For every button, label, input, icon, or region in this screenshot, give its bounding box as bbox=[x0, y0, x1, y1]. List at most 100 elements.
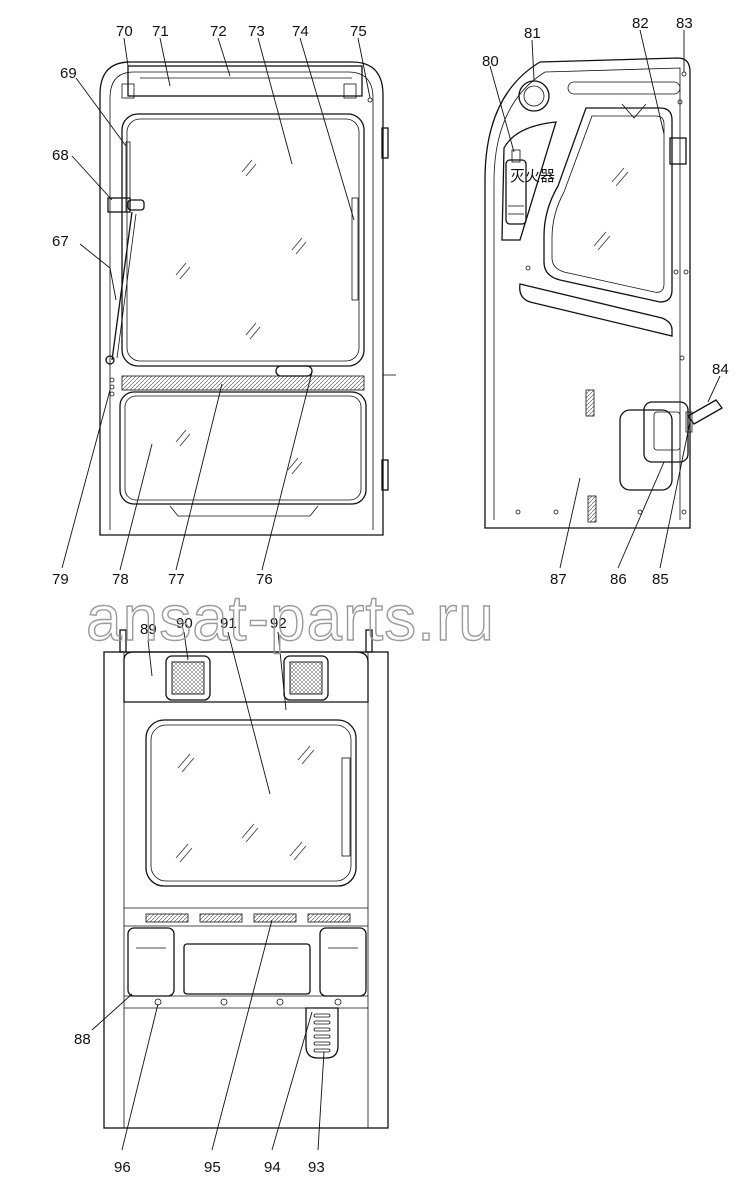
callout-90: 90 bbox=[176, 615, 193, 632]
side-window-glass bbox=[551, 115, 665, 293]
rear-panel-assembly bbox=[103, 629, 389, 1129]
post-left bbox=[119, 629, 127, 653]
vent-lower bbox=[587, 495, 597, 523]
side-door-inner bbox=[493, 67, 681, 520]
callout-92: 92 bbox=[270, 615, 287, 632]
callout-91: 91 bbox=[220, 615, 237, 632]
callout-69: 69 bbox=[60, 65, 77, 82]
post-right bbox=[365, 629, 373, 653]
handle-pocket-inner bbox=[653, 411, 681, 451]
trim-bolt-2 bbox=[677, 99, 683, 105]
upper-glass-inner bbox=[126, 118, 360, 362]
glass-reflection-marks bbox=[175, 159, 307, 475]
side-window-mark-1 bbox=[611, 167, 629, 187]
work-light-left bbox=[171, 661, 205, 695]
top-visor bbox=[127, 65, 363, 97]
bolt-d bbox=[679, 355, 685, 361]
vent-upper bbox=[585, 389, 595, 417]
handle-mount bbox=[685, 411, 693, 433]
callout-68: 68 bbox=[52, 147, 69, 164]
work-light-left-housing bbox=[165, 655, 211, 701]
fire-extinguisher bbox=[505, 159, 527, 225]
rear-glass bbox=[145, 719, 357, 887]
lower-bolt-row bbox=[154, 998, 342, 1006]
hinge-upper bbox=[381, 127, 389, 159]
bolt-c bbox=[683, 269, 689, 275]
callout-81: 81 bbox=[524, 25, 541, 42]
callout-numbers: 67 68 69 70 71 72 73 74 75 76 77 78 79 8… bbox=[52, 15, 729, 1176]
callout-86: 86 bbox=[610, 571, 627, 588]
bolt-a bbox=[525, 265, 531, 271]
extinguisher-recess bbox=[501, 121, 557, 241]
callout-96: 96 bbox=[114, 1159, 131, 1176]
callout-76: 76 bbox=[256, 571, 273, 588]
upper-glass bbox=[121, 113, 365, 367]
lower-glass bbox=[119, 391, 367, 505]
callout-87: 87 bbox=[550, 571, 567, 588]
step-treads bbox=[313, 1013, 331, 1053]
rear-glass-marks bbox=[175, 745, 315, 863]
callout-84: 84 bbox=[712, 361, 729, 378]
callout-67: 67 bbox=[52, 233, 69, 250]
front-frame-inner bbox=[109, 71, 374, 530]
top-band bbox=[123, 651, 369, 703]
side-window-mark-2 bbox=[593, 231, 611, 251]
dome-light-outer bbox=[518, 80, 550, 112]
rear-slider bbox=[341, 757, 351, 857]
bolt-b bbox=[673, 269, 679, 275]
callout-75: 75 bbox=[350, 23, 367, 40]
rear-panel-outline bbox=[103, 651, 389, 1129]
callout-70: 70 bbox=[116, 23, 133, 40]
extinguisher-label: 灭火器 bbox=[510, 167, 555, 185]
callout-85: 85 bbox=[652, 571, 669, 588]
side-window-frame bbox=[543, 107, 673, 303]
divider-band bbox=[121, 375, 365, 391]
strut-pivot bbox=[105, 355, 115, 365]
hinge-lower bbox=[381, 459, 389, 491]
bottom-bolt-row bbox=[515, 509, 687, 515]
side-door-assembly: 灭火器 bbox=[484, 57, 723, 529]
callout-73: 73 bbox=[248, 23, 265, 40]
corner-bolt bbox=[367, 97, 373, 103]
leader-lines bbox=[61, 29, 721, 1151]
lower-handle bbox=[275, 365, 313, 377]
callout-82: 82 bbox=[632, 15, 649, 32]
callout-88: 88 bbox=[74, 1031, 91, 1048]
center-recess bbox=[183, 943, 311, 995]
tail-lamp-left bbox=[127, 927, 175, 997]
vent-2 bbox=[199, 913, 243, 923]
callout-79: 79 bbox=[52, 571, 69, 588]
rear-glass-inner bbox=[150, 724, 352, 882]
callout-83: 83 bbox=[676, 15, 693, 32]
gas-strut-rod bbox=[116, 213, 137, 359]
sliding-rail bbox=[351, 197, 359, 301]
window-latch bbox=[621, 103, 647, 119]
gas-strut bbox=[111, 211, 133, 361]
work-light-right bbox=[289, 661, 323, 695]
outer-handle bbox=[687, 399, 723, 425]
callout-74: 74 bbox=[292, 23, 309, 40]
callout-80: 80 bbox=[482, 53, 499, 70]
top-trim bbox=[567, 81, 681, 95]
callout-94: 94 bbox=[264, 1159, 281, 1176]
front-frame-outline bbox=[99, 61, 384, 536]
work-light-right-housing bbox=[283, 655, 329, 701]
arm-rest bbox=[519, 283, 673, 337]
vent-3 bbox=[253, 913, 297, 923]
callout-89: 89 bbox=[140, 621, 157, 638]
visor-bracket-left bbox=[121, 83, 135, 99]
trim-bolt bbox=[681, 71, 687, 77]
bottom-tray bbox=[169, 505, 319, 517]
callout-95: 95 bbox=[204, 1159, 221, 1176]
latch-handle bbox=[127, 199, 145, 211]
side-door-outline bbox=[484, 57, 691, 529]
watermark: ansat-parts.ru bbox=[86, 582, 495, 654]
vent-4 bbox=[307, 913, 351, 923]
callout-78: 78 bbox=[112, 571, 129, 588]
front-window-assembly bbox=[99, 61, 396, 536]
callout-93: 93 bbox=[308, 1159, 325, 1176]
dome-light-inner bbox=[523, 85, 545, 107]
latch-bracket bbox=[107, 197, 131, 213]
visor-bracket-right bbox=[343, 83, 357, 99]
